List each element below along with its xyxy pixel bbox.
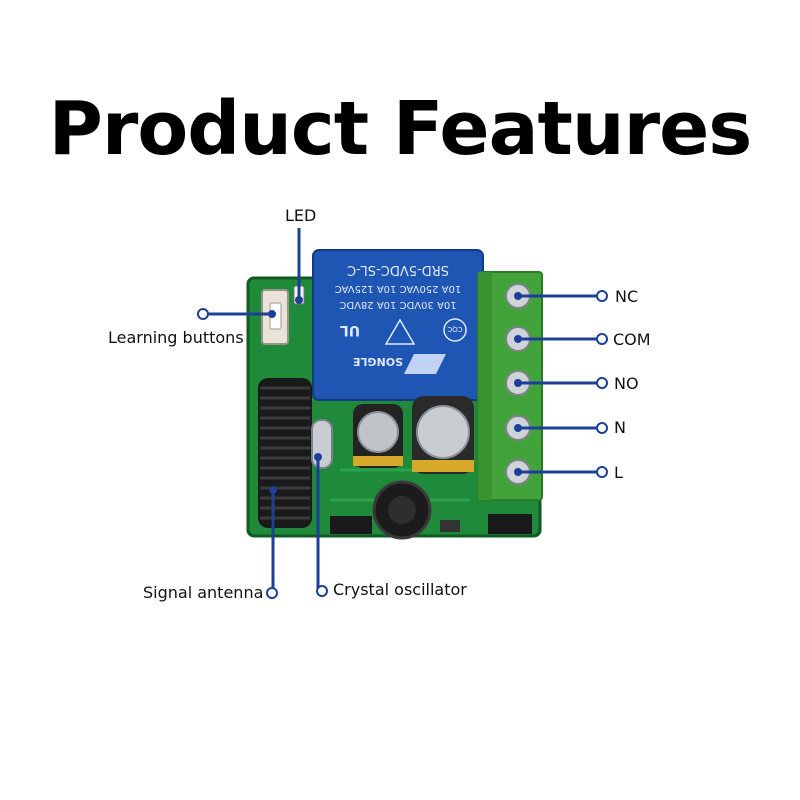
crystal-oscillator-component bbox=[311, 419, 333, 469]
dot-led bbox=[295, 296, 303, 304]
ring-crystal bbox=[316, 585, 328, 597]
smd-resistor bbox=[440, 520, 460, 532]
ring-l bbox=[596, 466, 608, 478]
dot-nc bbox=[514, 292, 522, 300]
dot-antenna bbox=[269, 486, 277, 494]
relay-brand-text: SONGLE bbox=[353, 355, 403, 368]
smd-diode-left bbox=[330, 516, 372, 534]
capacitor-small bbox=[353, 404, 403, 468]
relay-model-text: SRD-5VDC-SL-C bbox=[347, 262, 449, 277]
relay: SRD-5VDC-SL-C 10A 250VAC 10A 125VAC 10A … bbox=[312, 249, 484, 401]
dot-crystal bbox=[314, 453, 322, 461]
label-nc: NC bbox=[615, 287, 639, 306]
label-led: LED bbox=[285, 206, 317, 225]
triangle-mark bbox=[384, 318, 416, 345]
cqc-text: CQC bbox=[447, 325, 462, 333]
ring-no bbox=[596, 377, 608, 389]
inductor-core bbox=[388, 496, 416, 524]
cqc-mark bbox=[443, 318, 467, 342]
page-title: Product Features bbox=[48, 86, 753, 172]
dot-n bbox=[514, 424, 522, 432]
relay-rating-ac: 10A 250VAC 10A 125VAC bbox=[335, 283, 462, 294]
smd-diode-right bbox=[488, 514, 532, 534]
dot-com bbox=[514, 335, 522, 343]
ring-com bbox=[596, 333, 608, 345]
songle-logo bbox=[404, 354, 446, 374]
signal-antenna-coil bbox=[258, 378, 312, 528]
label-learning-buttons: Learning buttons bbox=[108, 328, 244, 347]
ring-n bbox=[596, 422, 608, 434]
dot-learning bbox=[268, 310, 276, 318]
label-com: COM bbox=[613, 330, 651, 349]
label-crystal-oscillator: Crystal oscillator bbox=[333, 580, 467, 599]
relay-rating-dc: 10A 30VDC 10A 28VDC bbox=[339, 299, 456, 310]
ring-antenna bbox=[266, 587, 278, 599]
label-signal-antenna: Signal antenna bbox=[143, 583, 264, 602]
label-n: N bbox=[614, 418, 626, 437]
ul-text: UL bbox=[340, 322, 360, 338]
dot-l bbox=[514, 468, 522, 476]
label-no: NO bbox=[614, 374, 639, 393]
ring-nc bbox=[596, 290, 608, 302]
ring-learning bbox=[197, 308, 209, 320]
dot-no bbox=[514, 379, 522, 387]
label-l: L bbox=[614, 463, 623, 482]
capacitor-large bbox=[412, 396, 474, 474]
